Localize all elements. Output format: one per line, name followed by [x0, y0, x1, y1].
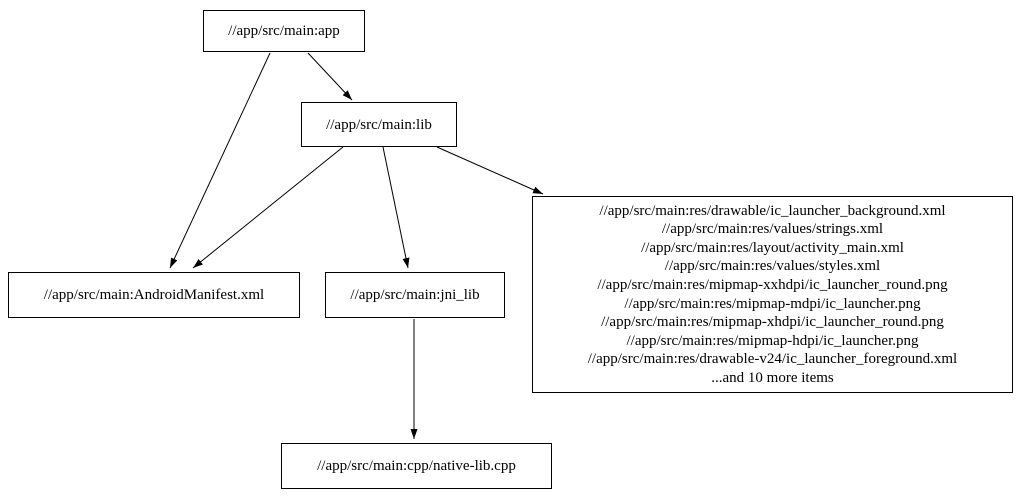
res-file-item: //app/src/main:res/mipmap-mdpi/ic_launch… [624, 295, 921, 312]
edge-lib-to-manifest [192, 146, 344, 269]
res-file-item: //app/src/main:res/values/strings.xml [661, 221, 884, 238]
node-jni-lib-label: //app/src/main:jni_lib [350, 287, 480, 303]
node-jni-lib-target: //app/src/main:jni_lib [325, 272, 505, 318]
edge-lib-to-res-files [436, 146, 544, 195]
res-file-item: //app/src/main:res/mipmap-xhdpi/ic_launc… [601, 314, 944, 331]
res-file-item: //app/src/main:res/mipmap-xxhdpi/ic_laun… [597, 276, 948, 293]
node-lib-label: //app/src/main:lib [326, 116, 432, 133]
res-more-items-note: ...and 10 more items [711, 369, 834, 386]
node-res-files-group: //app/src/main:res/drawable/ic_launcher_… [532, 196, 1013, 393]
edge-app-to-lib [307, 52, 353, 101]
node-lib-target: //app/src/main:lib [301, 102, 457, 147]
node-native-lib-cpp-label: //app/src/main:cpp/native-lib.cpp [317, 458, 516, 474]
node-native-lib-cpp: //app/src/main:cpp/native-lib.cpp [281, 443, 552, 489]
res-file-item: //app/src/main:res/drawable-v24/ic_launc… [587, 351, 958, 368]
res-file-item: //app/src/main:res/drawable/ic_launcher_… [599, 202, 946, 219]
res-file-item: //app/src/main:res/mipmap-hdpi/ic_launch… [626, 332, 919, 349]
node-app-label: //app/src/main:app [228, 23, 340, 39]
res-file-item: //app/src/main:res/values/styles.xml [664, 258, 881, 275]
res-file-item: //app/src/main:res/layout/activity_main.… [641, 239, 904, 256]
node-android-manifest-label: //app/src/main:AndroidManifest.xml [43, 287, 265, 303]
edge-app-to-manifest [169, 52, 271, 269]
node-android-manifest: //app/src/main:AndroidManifest.xml [8, 272, 300, 318]
edge-lib-to-jni-lib [382, 146, 410, 269]
node-app-target: //app/src/main:app [203, 10, 365, 52]
